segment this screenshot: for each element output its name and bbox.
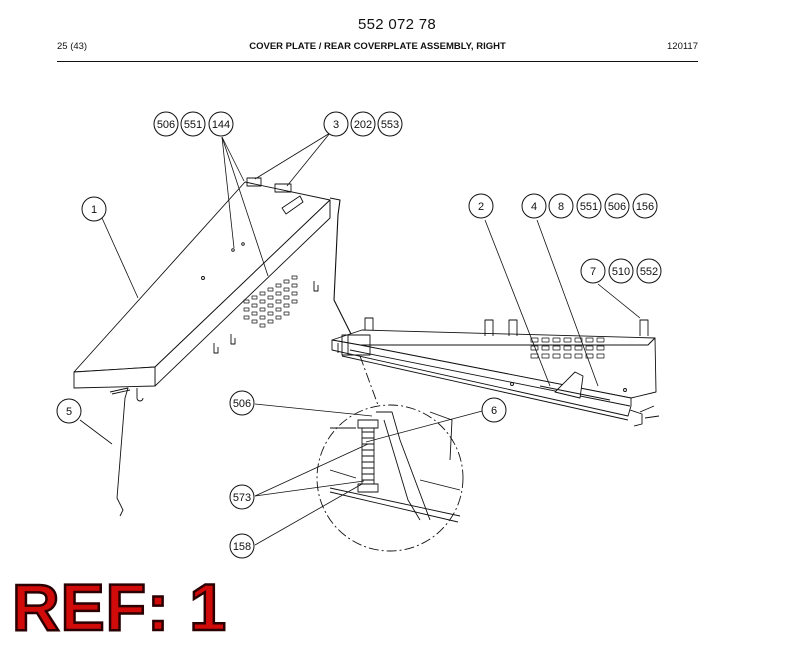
link-rod — [109, 387, 129, 517]
actuator-rod — [329, 197, 361, 355]
callout-202: 202 — [354, 119, 372, 131]
callout-5: 5 — [66, 406, 72, 418]
right-rear-coverplate — [331, 317, 660, 427]
leader-lines — [79, 132, 641, 546]
callout-506-detail: 506 — [233, 398, 251, 410]
callout-4: 4 — [531, 201, 537, 213]
callout-551-right: 551 — [580, 201, 598, 213]
callout-6: 6 — [491, 405, 497, 417]
callout-156: 156 — [636, 201, 654, 213]
callout-506: 506 — [157, 119, 175, 131]
callout-1: 1 — [91, 204, 97, 216]
callout-144: 144 — [212, 119, 230, 131]
callout-551: 551 — [184, 119, 202, 131]
callout-506-right: 506 — [608, 201, 626, 213]
callout-158: 158 — [233, 541, 251, 553]
callout-8: 8 — [558, 201, 564, 213]
header-row: 25 (43) COVER PLATE / REAR COVERPLATE AS… — [57, 41, 698, 55]
right-vent-grid — [530, 337, 605, 359]
document-number: 552 072 78 — [357, 16, 437, 33]
callout-510: 510 — [612, 266, 630, 278]
detail-view — [316, 355, 464, 552]
page-reference: 25 (43) — [57, 41, 88, 52]
callout-552: 552 — [640, 266, 658, 278]
left-cover-plate — [73, 177, 331, 402]
header-rule — [57, 61, 698, 62]
callout-3: 3 — [333, 119, 339, 131]
left-vent-grid — [243, 275, 298, 328]
callout-7: 7 — [590, 266, 596, 278]
callout-553: 553 — [381, 119, 399, 131]
revision-date: 120117 — [667, 41, 698, 52]
drawing-title: COVER PLATE / REAR COVERPLATE ASSEMBLY, … — [249, 41, 506, 52]
ref-label: REF: 1 — [11, 570, 228, 644]
callout-2: 2 — [478, 201, 484, 213]
callout-573: 573 — [233, 492, 251, 504]
